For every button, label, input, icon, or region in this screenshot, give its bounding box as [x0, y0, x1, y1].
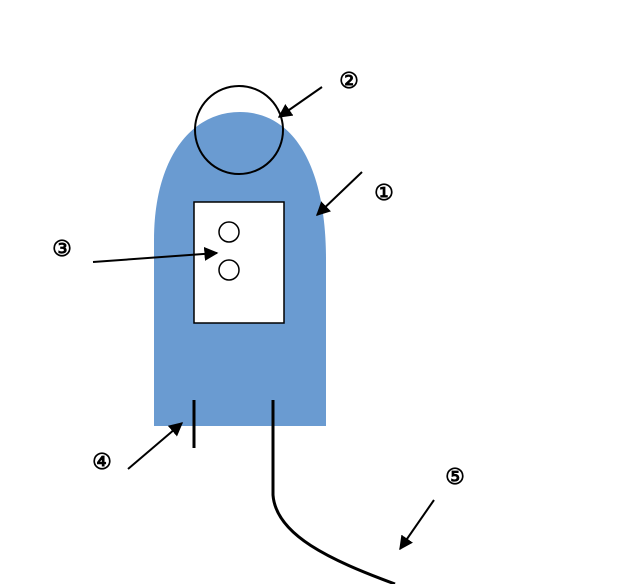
callout-label-3: ③ — [52, 236, 72, 261]
front-panel — [193, 201, 285, 324]
callout-label-4: ④ — [92, 449, 112, 474]
top-circle-outline — [194, 85, 284, 175]
callout-arrow-1 — [315, 171, 363, 216]
callout-label-2: ② — [339, 68, 359, 93]
cable — [271, 400, 396, 584]
callout-arrow-5 — [399, 499, 435, 551]
panel-button-upper — [218, 221, 240, 243]
callout-label-5: ⑤ — [445, 464, 465, 489]
callout-arrow-2 — [277, 86, 323, 118]
callout-arrow-4 — [127, 422, 184, 470]
panel-button-lower — [218, 259, 240, 281]
callout-arrow-3 — [92, 246, 219, 263]
callout-label-1: ① — [374, 180, 394, 205]
